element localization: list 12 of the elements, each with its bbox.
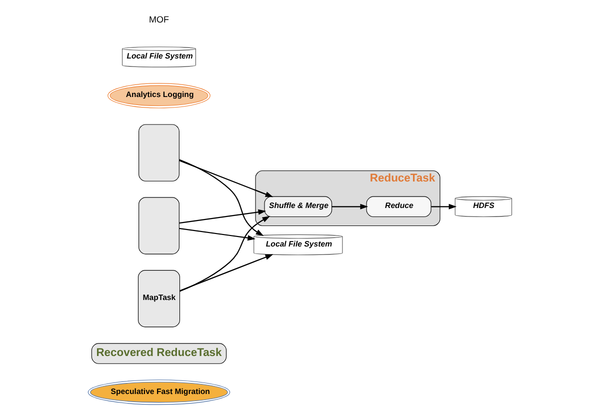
node-box bbox=[138, 197, 180, 254]
label: MOF bbox=[149, 14, 169, 25]
arrow bbox=[178, 160, 274, 198]
arrow bbox=[179, 228, 256, 241]
arrow bbox=[332, 204, 368, 210]
node-box: Recovered ReduceTask bbox=[91, 343, 227, 364]
arrow bbox=[180, 254, 274, 292]
arrow bbox=[431, 204, 457, 210]
arrow bbox=[180, 216, 270, 292]
node-box bbox=[138, 124, 180, 182]
arrow bbox=[179, 209, 266, 224]
arrow bbox=[179, 159, 264, 236]
